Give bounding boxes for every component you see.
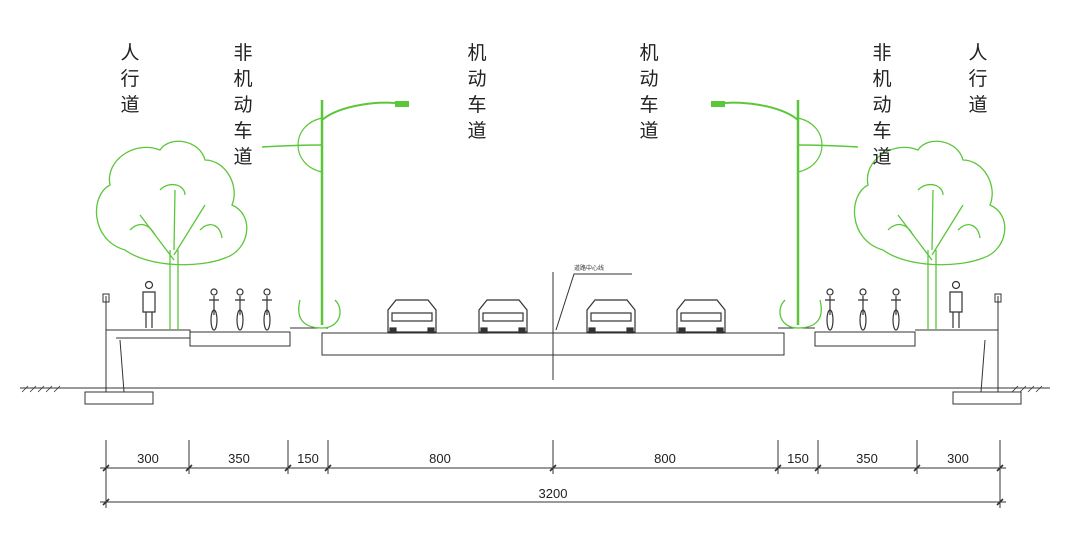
tree-left-icon bbox=[95, 140, 248, 330]
post-left bbox=[102, 293, 110, 303]
ground-hatch-right bbox=[1011, 385, 1043, 393]
footing-right bbox=[952, 391, 1022, 405]
dimension-line-segments bbox=[100, 440, 1006, 508]
post-right bbox=[994, 293, 1002, 303]
dimension-total: 3200 bbox=[539, 486, 568, 501]
car-icon bbox=[676, 299, 726, 334]
car-icon bbox=[387, 299, 437, 334]
label-bike-lane-right: 非机动车道 bbox=[872, 42, 892, 168]
bike-lane-right-slab bbox=[814, 331, 916, 347]
label-motor-lane-left: 机动车道 bbox=[467, 42, 487, 142]
dimension-motor-lane-right: 800 bbox=[654, 451, 676, 466]
car-icon bbox=[478, 299, 528, 334]
cyclist-icon bbox=[235, 288, 245, 331]
centerline-note: 道路中心线 bbox=[574, 264, 604, 272]
sidewalk-left-slab bbox=[106, 329, 191, 339]
dimension-sidewalk-right: 300 bbox=[947, 451, 969, 466]
label-sidewalk-right: 人行道 bbox=[968, 42, 988, 116]
cyclist-icon bbox=[209, 288, 219, 331]
cyclist-icon bbox=[858, 288, 868, 331]
dimension-bike-lane-right: 350 bbox=[856, 451, 878, 466]
pedestrian-icon bbox=[949, 280, 963, 328]
dimension-strip-right: 150 bbox=[787, 451, 809, 466]
cyclist-icon bbox=[262, 288, 272, 331]
curb-right bbox=[915, 296, 999, 393]
dimension-motor-lane-left: 800 bbox=[429, 451, 451, 466]
street-lamp-right-icon bbox=[711, 100, 859, 329]
label-sidewalk-left: 人行道 bbox=[120, 42, 140, 116]
car-icon bbox=[586, 299, 636, 334]
pedestrian-icon bbox=[142, 280, 156, 328]
footing-left bbox=[84, 391, 154, 405]
label-bike-lane-left: 非机动车道 bbox=[233, 42, 253, 168]
centerline-leader bbox=[555, 273, 632, 331]
street-lamp-left-icon bbox=[261, 100, 409, 329]
tree-right-icon bbox=[853, 140, 1006, 330]
cyclist-icon bbox=[891, 288, 901, 331]
bike-lane-left-slab bbox=[189, 331, 291, 347]
dimension-strip-left: 150 bbox=[297, 451, 319, 466]
label-motor-lane-right: 机动车道 bbox=[639, 42, 659, 142]
cyclist-icon bbox=[825, 288, 835, 331]
dimension-sidewalk-left: 300 bbox=[137, 451, 159, 466]
ground-hatch-left bbox=[21, 385, 61, 393]
dimension-bike-lane-left: 350 bbox=[228, 451, 250, 466]
